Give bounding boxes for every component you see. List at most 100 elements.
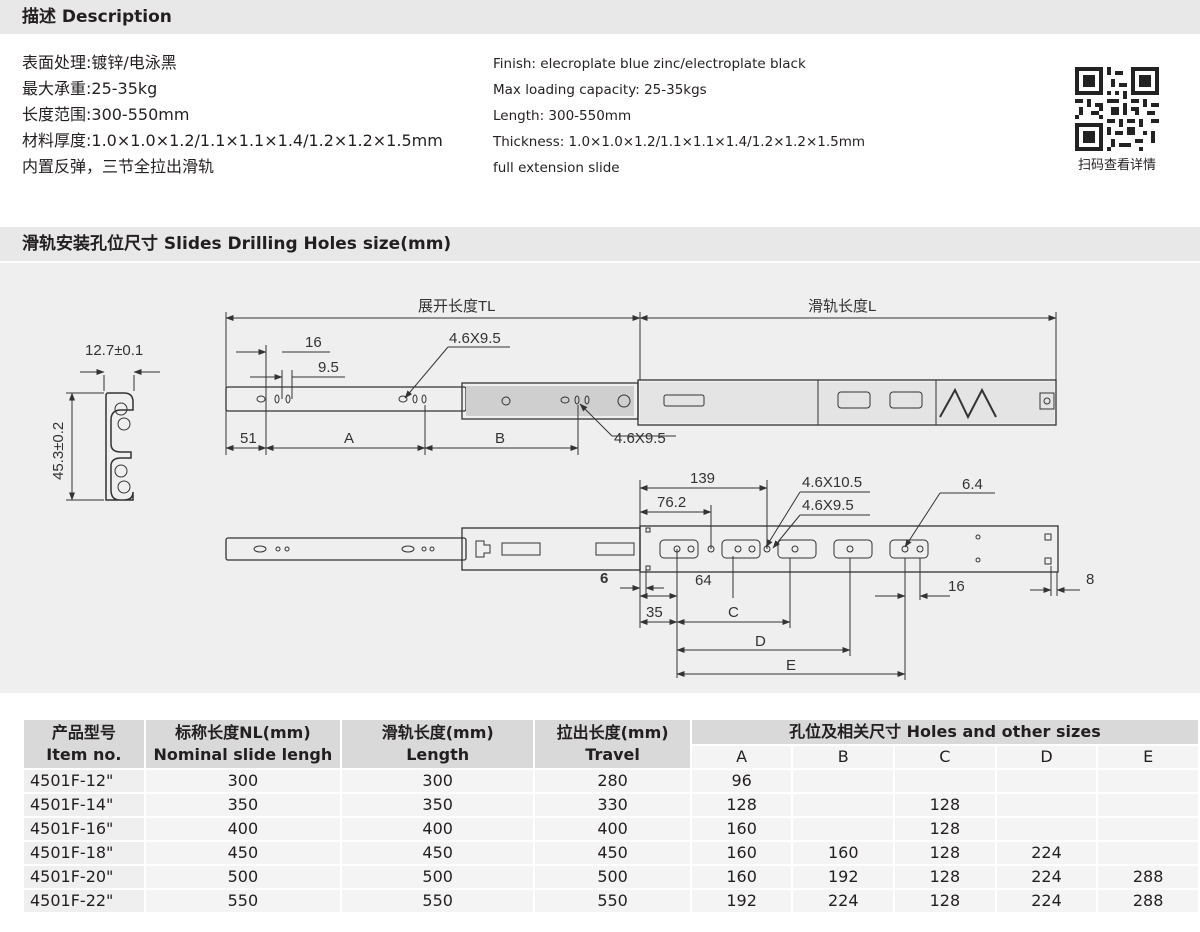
cell-length: 350: [340, 792, 536, 818]
dim-8: 8: [1086, 571, 1094, 588]
cell-B: [791, 816, 896, 842]
desc-cn-line: 材料厚度:1.0×1.0×1.2/1.1×1.1×1.4/1.2×1.2×1.5…: [22, 131, 443, 150]
cell-B: 160: [791, 840, 896, 866]
desc-en-line: Max loading capacity: 25-35kgs: [493, 82, 707, 98]
desc-en-line: full extension slide: [493, 160, 620, 176]
cell-D: [994, 816, 1099, 842]
cell-C: 128: [893, 816, 997, 842]
cell-A: 160: [689, 816, 794, 842]
hole-label-mid: 4.6X9.5: [614, 430, 666, 447]
cell-D: [994, 792, 1099, 818]
tl-label: 展开长度TL: [418, 298, 496, 315]
bottom-dimensions: [620, 480, 1080, 680]
header-length-cn: 滑轨长度(mm): [381, 723, 494, 742]
dim-A-top: A: [344, 430, 354, 447]
cell-B: 224: [791, 888, 896, 914]
qr-caption: 扫码查看详情: [1077, 158, 1156, 173]
header-holes: 孔位及相关尺寸 Holes and other sizes: [689, 718, 1200, 746]
hole-label-9-5: 4.6X9.5: [802, 497, 854, 514]
cell-E: 288: [1096, 864, 1200, 890]
cell-item: 4501F-12": [22, 768, 146, 794]
cell-length: 500: [340, 864, 536, 890]
cell-E: [1096, 840, 1200, 866]
cell-nominal: 450: [143, 840, 343, 866]
table-row: 4501F-22" 550 550 550 192 224 128 224 28…: [22, 888, 1200, 914]
cell-item: 4501F-16": [22, 816, 146, 842]
cell-D: [994, 768, 1099, 794]
cell-length: 400: [340, 816, 536, 842]
qr-code-icon[interactable]: [1075, 67, 1159, 151]
cell-C: 128: [893, 864, 997, 890]
desc-cn-line: 内置反弹，三节全拉出滑轨: [22, 157, 215, 176]
cell-nominal: 400: [143, 816, 343, 842]
cell-nominal: 300: [143, 768, 343, 794]
profile-height-label: 45.3±0.2: [50, 422, 67, 480]
cell-travel: 500: [533, 864, 692, 890]
description-en: Finish: elecroplate blue zinc/electropla…: [493, 51, 865, 181]
hole-label-top: 4.6X9.5: [449, 330, 501, 347]
cell-length: 300: [340, 768, 536, 794]
top-dimensions: [225, 312, 1057, 455]
dim-16-bottom: 16: [948, 578, 965, 595]
cell-C: 128: [893, 792, 997, 818]
header-item-en: Item no.: [46, 745, 122, 764]
header-length-en: Length: [406, 745, 470, 764]
table-row: 4501F-18" 450 450 450 160 160 128 224: [22, 840, 1200, 866]
table-row: 4501F-20" 500 500 500 160 192 128 224 28…: [22, 864, 1200, 890]
header-nominal: 标称长度NL(mm)Nominal slide lengh: [143, 718, 343, 770]
technical-drawing: 12.7±0.1 45.3±0.2 展开长度TL 滑轨长度L 16 9.5 4.…: [50, 298, 1094, 680]
extended-slide: [225, 379, 1057, 426]
desc-cn-line: 表面处理:镀锌/电泳黑: [22, 53, 177, 72]
cell-travel: 280: [533, 768, 692, 794]
cell-B: [791, 792, 896, 818]
sub-D: D: [994, 744, 1099, 770]
closed-slide: [225, 525, 1059, 573]
cell-C: 128: [893, 840, 997, 866]
dim-35: 35: [646, 604, 663, 621]
header-nominal-en: Nominal slide lengh: [153, 745, 333, 764]
drawing-area: [0, 263, 1200, 693]
cell-nominal: 350: [143, 792, 343, 818]
cell-B: 192: [791, 864, 896, 890]
desc-cn-line: 长度范围:300-550mm: [22, 105, 190, 124]
table-row: 4501F-12" 300 300 280 96: [22, 768, 1200, 794]
cell-E: [1096, 816, 1200, 842]
table-row: 4501F-14" 350 350 330 128 128: [22, 792, 1200, 818]
cell-D: 224: [994, 864, 1099, 890]
desc-en-line: Finish: elecroplate blue zinc/electropla…: [493, 56, 806, 72]
desc-en-line: Thickness: 1.0×1.0×1.2/1.1×1.1×1.4/1.2×1…: [493, 134, 866, 150]
cell-travel: 550: [533, 888, 692, 914]
profile-width-label: 12.7±0.1: [85, 342, 143, 359]
dim-139: 139: [690, 470, 715, 487]
sub-B: B: [791, 744, 896, 770]
cell-length: 550: [340, 888, 536, 914]
cell-nominal: 550: [143, 888, 343, 914]
hole-label-10-5: 4.6X10.5: [802, 474, 862, 491]
l-label: 滑轨长度L: [808, 298, 876, 315]
profile-section: [66, 369, 160, 501]
cell-travel: 450: [533, 840, 692, 866]
drilling-title: 滑轨安装孔位尺寸 Slides Drilling Holes size(mm): [22, 234, 452, 254]
sub-E: E: [1096, 744, 1200, 770]
cell-A: 96: [689, 768, 794, 794]
table-row: 4501F-16" 400 400 400 160 128: [22, 816, 1200, 842]
cell-item: 4501F-20": [22, 864, 146, 890]
drilling-header: 滑轨安装孔位尺寸 Slides Drilling Holes size(mm): [0, 227, 1200, 261]
cell-travel: 400: [533, 816, 692, 842]
cell-D: 224: [994, 840, 1099, 866]
cell-travel: 330: [533, 792, 692, 818]
header-length: 滑轨长度(mm) Length: [340, 718, 536, 770]
cell-A: 128: [689, 792, 794, 818]
cell-A: 192: [689, 888, 794, 914]
cell-E: 288: [1096, 888, 1200, 914]
table-subheader-row: A B C D E: [23, 744, 1200, 770]
dim-C: C: [728, 604, 739, 621]
header-travel-en: Travel: [585, 745, 640, 764]
dim-9-5: 9.5: [318, 359, 339, 376]
description-cn: 表面处理:镀锌/电泳黑 最大承重:25-35kg 长度范围:300-550mm …: [22, 50, 443, 180]
header-travel-cn: 拉出长度(mm): [556, 723, 669, 742]
cell-item: 4501F-18": [22, 840, 146, 866]
desc-en-line: Length: 300-550mm: [493, 108, 632, 124]
dim-D: D: [755, 633, 766, 650]
